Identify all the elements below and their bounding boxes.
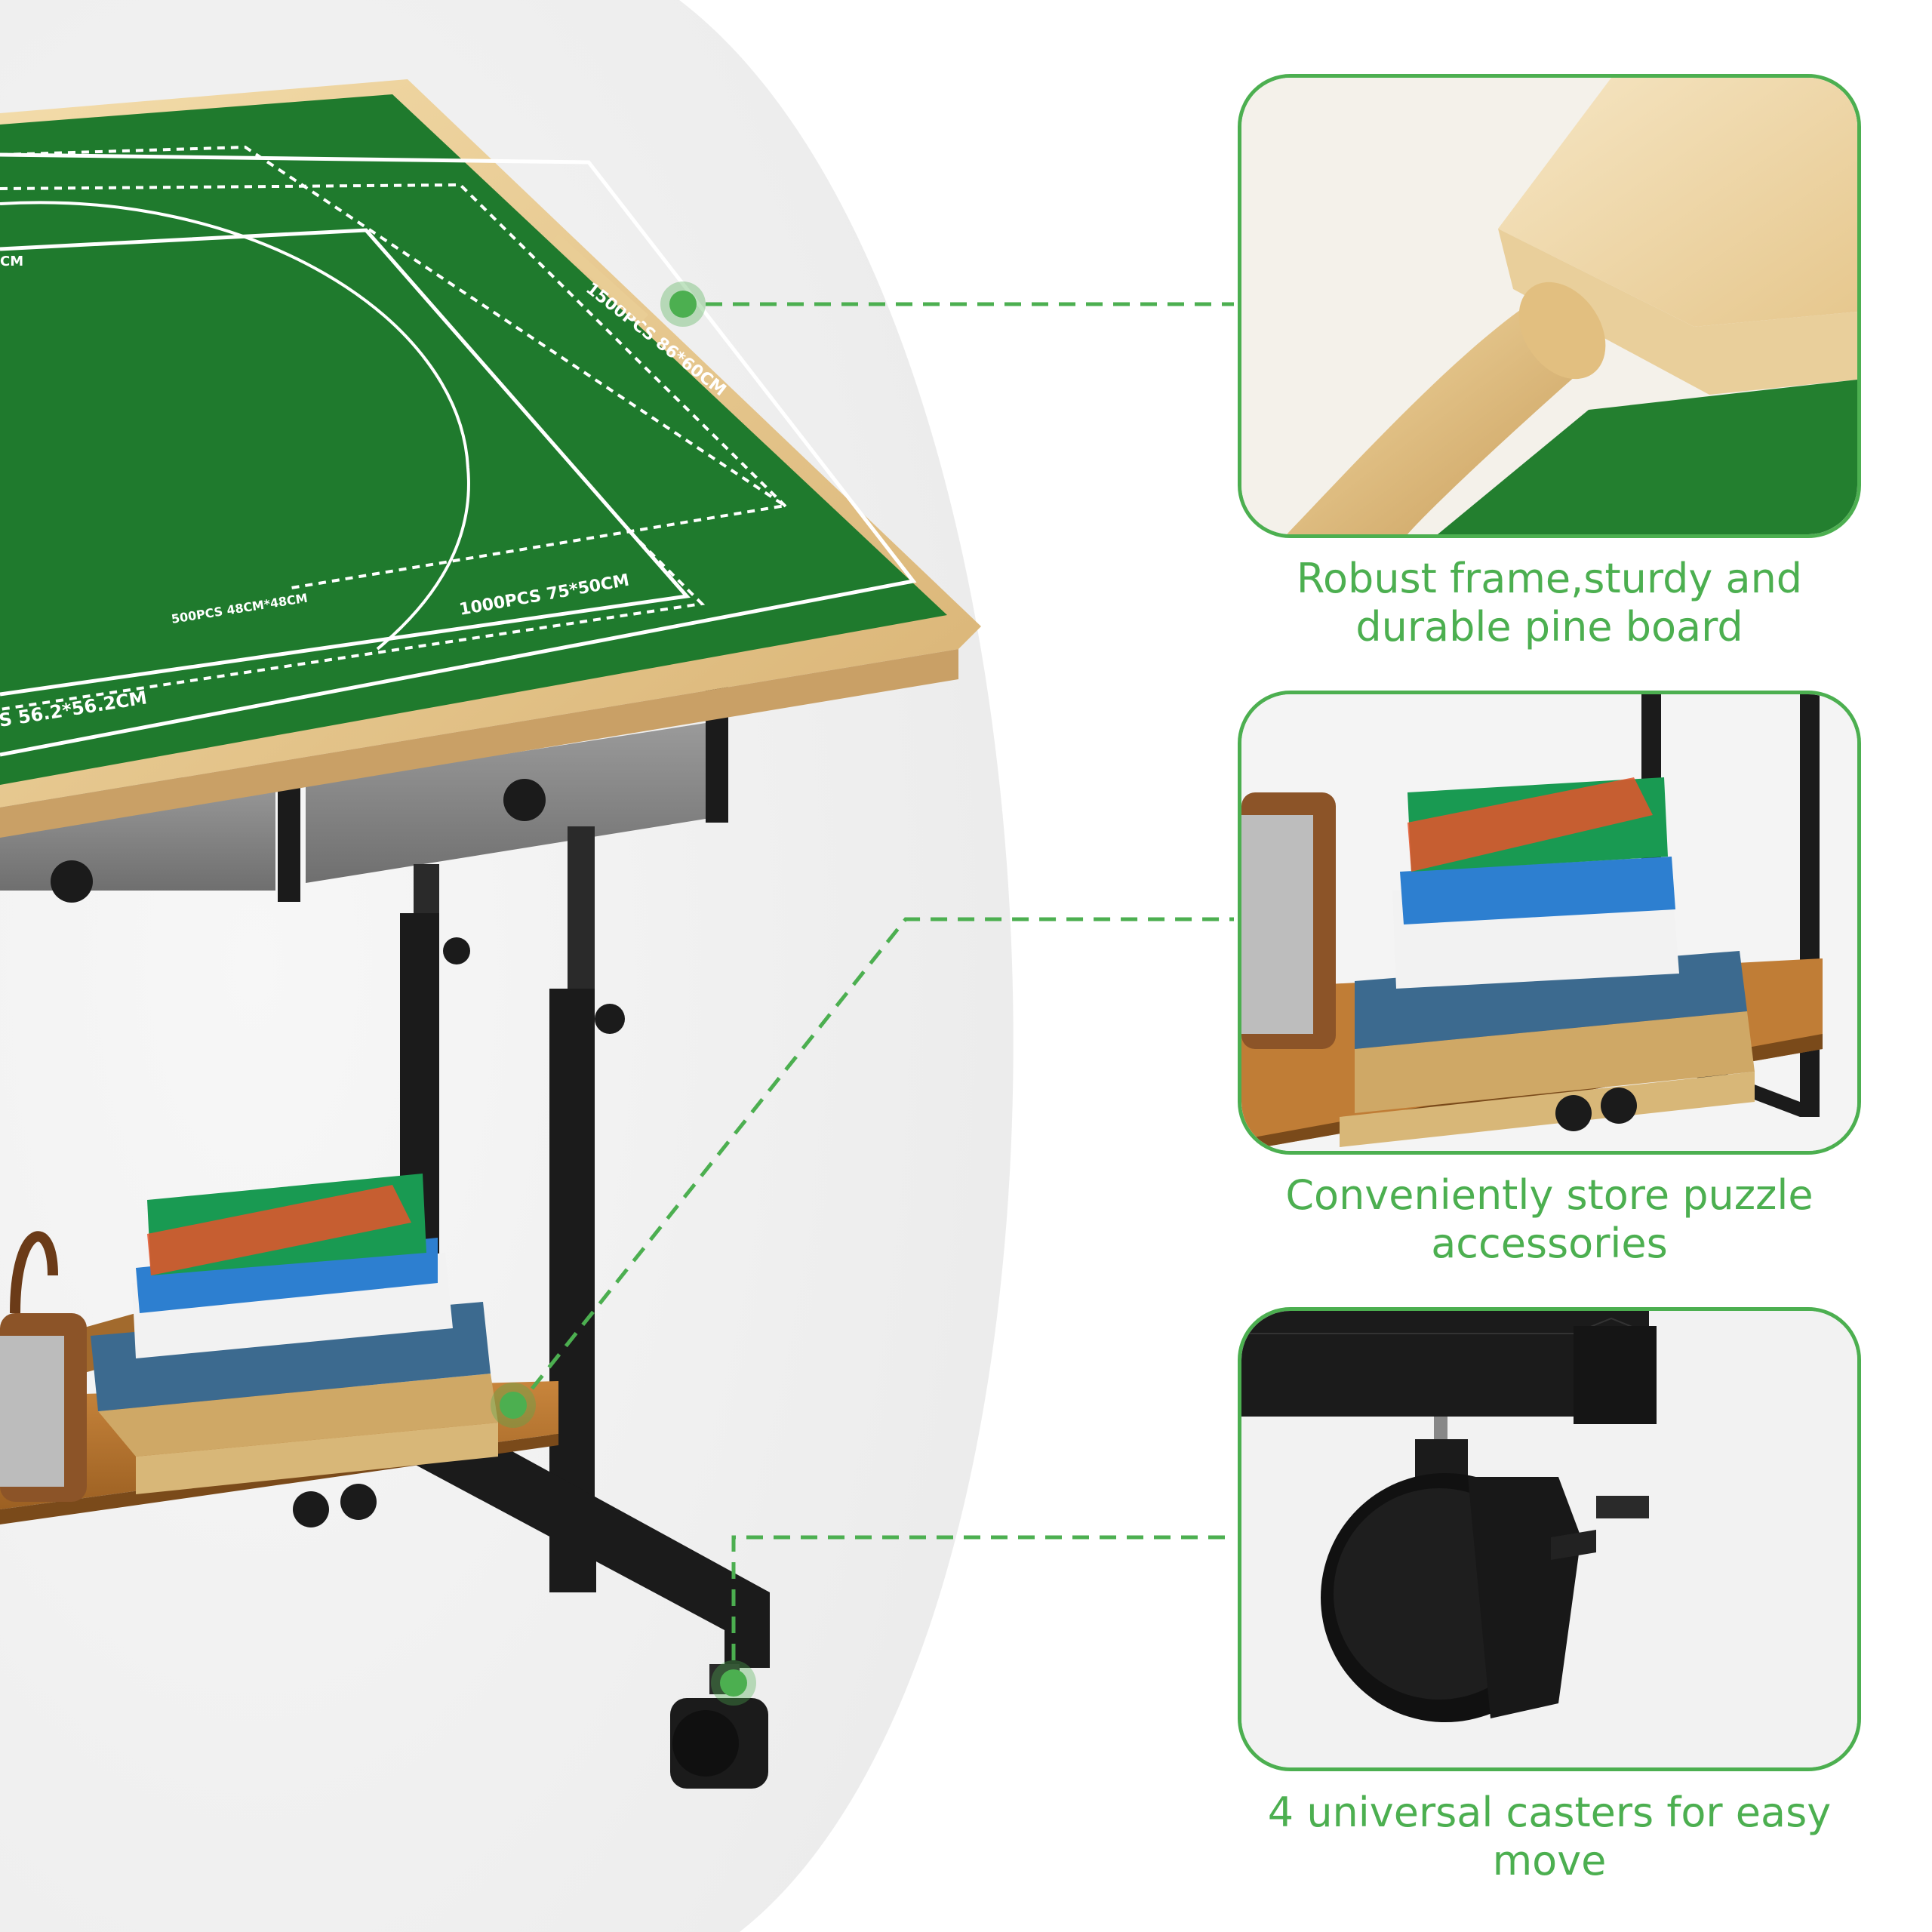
green-felt [0, 94, 947, 785]
drawer-knob-right [503, 779, 546, 821]
storage-drawers [0, 687, 728, 903]
feature-panel-frame [1238, 74, 1861, 538]
table-top: 1500PCS 86*60CM 1000PCS 75*50CM 500PCS 4… [0, 79, 981, 838]
caption-casters: 4 universal casters for easy move [1267, 1789, 1832, 1884]
feature-panel-casters [1238, 1307, 1861, 1771]
caster-closeup-art [1241, 1311, 1857, 1767]
stacked-game-boxes [91, 1174, 498, 1494]
caption-storage: Conveniently store puzzle accessories [1285, 1171, 1814, 1267]
front-caster [670, 1664, 768, 1789]
frame-closeup-art [1241, 78, 1857, 534]
storage-closeup-art [1241, 694, 1857, 1151]
callout-lines [491, 281, 1234, 1706]
lower-shelf [0, 1174, 558, 1527]
caption-frame: Robust frame,sturdy and durable pine boa… [1296, 555, 1803, 651]
drawer-knob-left [51, 860, 93, 903]
mat-label-fragment: CM [0, 254, 23, 269]
feature-panel-storage [1238, 691, 1861, 1155]
